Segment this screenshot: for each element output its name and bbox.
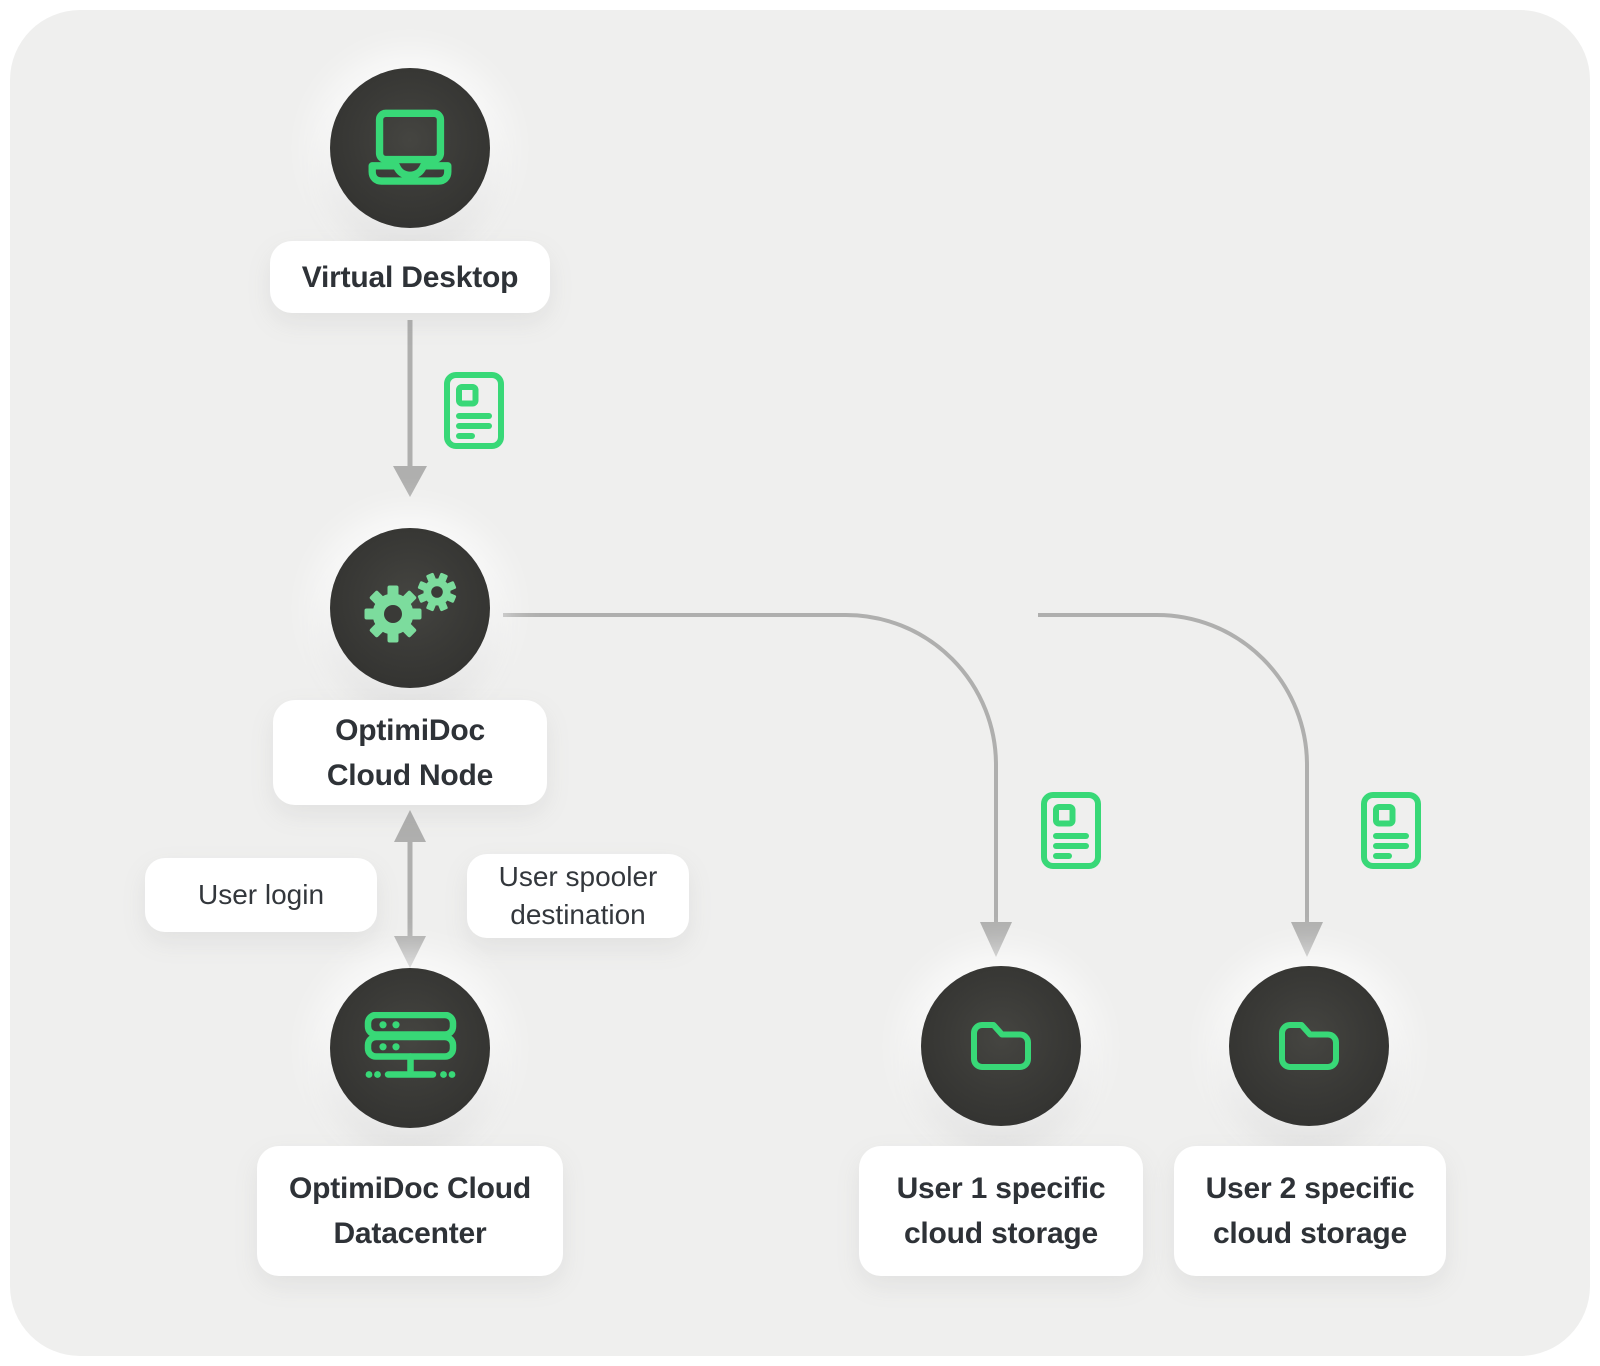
document-icon <box>1041 792 1101 869</box>
cloud-node-node <box>330 528 490 688</box>
datacenter-label-line1: OptimiDoc Cloud <box>289 1172 531 1205</box>
arrowhead-up-icon <box>394 810 426 842</box>
user-spooler-line1: User spooler <box>498 861 658 892</box>
arrowhead-down-icon <box>393 466 427 497</box>
document-icon <box>444 372 504 449</box>
diagram-background-card <box>10 10 1590 1356</box>
server-icon <box>364 1012 457 1078</box>
user-login-edge-label: User login <box>145 858 377 932</box>
datacenter-label-line2: Datacenter <box>333 1217 487 1250</box>
datacenter-node <box>330 968 490 1128</box>
datacenter-label: OptimiDoc Cloud Datacenter <box>257 1146 563 1276</box>
document-icon <box>1361 792 1421 869</box>
virtual-desktop-label-text: Virtual Desktop <box>301 260 519 294</box>
user2-storage-label-line2: cloud storage <box>1212 1217 1408 1250</box>
virtual-desktop-node <box>330 68 490 228</box>
gears-icon <box>364 572 457 643</box>
user1-storage-label-line2: cloud storage <box>903 1217 1099 1250</box>
arrowhead-down-icon <box>394 936 426 968</box>
user1-storage-node <box>921 966 1081 1126</box>
user2-storage-label-line1: User 2 specific <box>1205 1172 1415 1205</box>
user-spooler-line2: destination <box>510 899 646 930</box>
virtual-desktop-label: Virtual Desktop <box>270 241 550 313</box>
user2-storage-node <box>1229 966 1389 1126</box>
arrowhead-down-icon <box>1291 922 1323 957</box>
user2-storage-label: User 2 specific cloud storage <box>1174 1146 1446 1276</box>
cloud-node-label: OptimiDoc Cloud Node <box>273 700 547 805</box>
folder-icon <box>1279 1022 1339 1070</box>
folder-icon <box>971 1022 1031 1070</box>
user1-storage-label-line1: User 1 specific <box>896 1172 1106 1205</box>
cloud-node-label-line2: Cloud Node <box>326 758 494 792</box>
user-spooler-destination-edge-label: User spooler destination <box>467 854 689 938</box>
cloud-node-label-line1: OptimiDoc <box>335 713 485 747</box>
arrowhead-down-icon <box>980 922 1012 957</box>
user1-storage-label: User 1 specific cloud storage <box>859 1146 1143 1276</box>
laptop-icon <box>368 109 452 185</box>
curve-node-to-user1-storage <box>503 613 998 922</box>
user-login-text: User login <box>197 879 325 910</box>
curve-node-to-user2-storage <box>1038 613 1309 922</box>
